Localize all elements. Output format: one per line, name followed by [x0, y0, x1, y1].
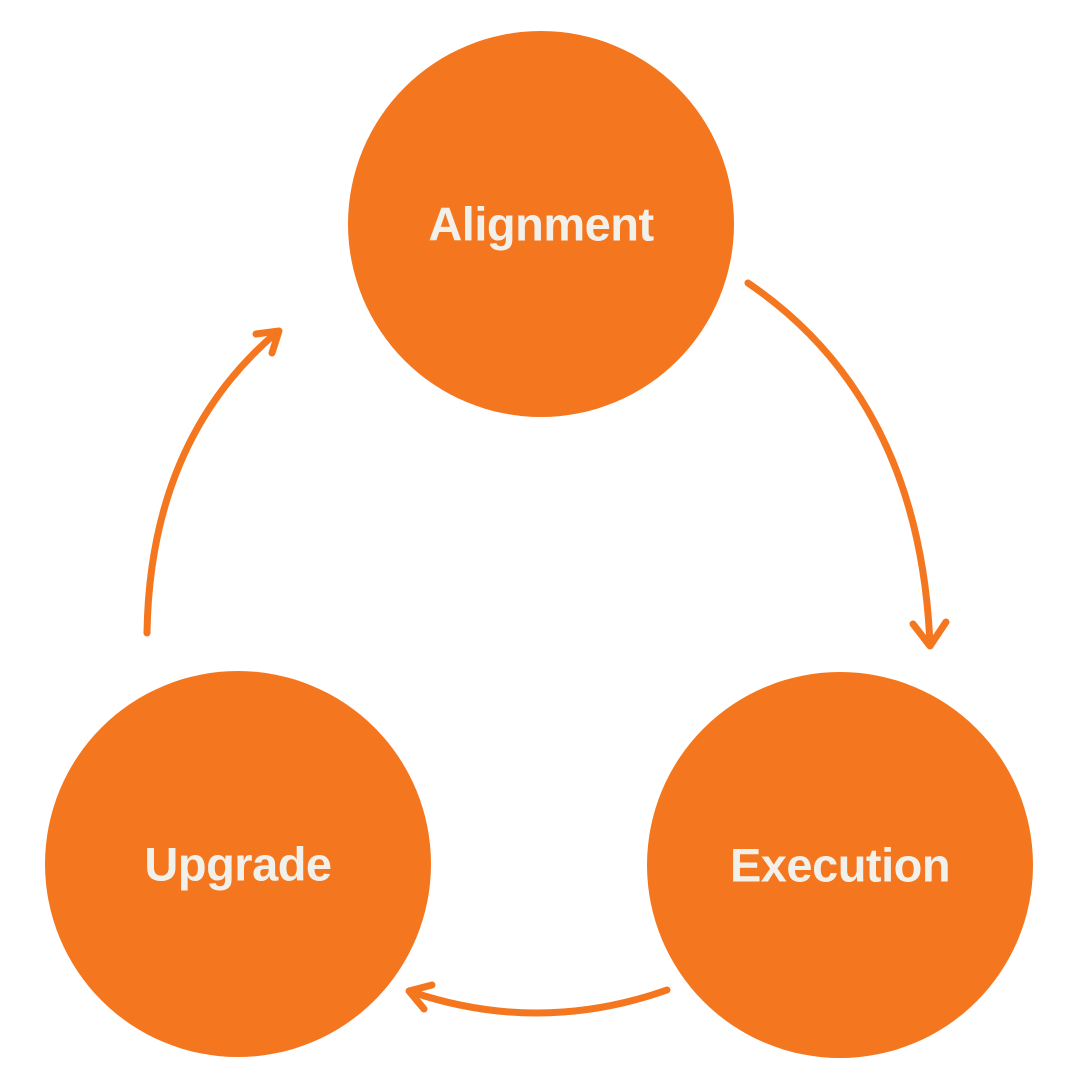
- arrow-upgrade-to-alignment-head-icon: [252, 327, 283, 357]
- arrow-upgrade-to-alignment: [143, 328, 281, 637]
- arrow-alignment-to-execution-head-icon: [909, 618, 950, 650]
- upgrade-label: Upgrade: [144, 837, 331, 890]
- cycle-arrows: [143, 279, 950, 1017]
- alignment-label: Alignment: [428, 197, 654, 250]
- execution-label: Execution: [730, 838, 950, 891]
- node-labels: Alignment Execution Upgrade: [144, 197, 950, 891]
- upgrade-circle: [45, 671, 431, 1057]
- arrow-alignment-to-execution: [744, 279, 934, 649]
- node-circles: [45, 31, 1033, 1058]
- arrow-execution-to-upgrade: [408, 986, 671, 1017]
- alignment-circle: [348, 31, 734, 417]
- execution-circle: [647, 672, 1033, 1058]
- arrow-execution-to-upgrade-head-icon: [405, 981, 436, 1013]
